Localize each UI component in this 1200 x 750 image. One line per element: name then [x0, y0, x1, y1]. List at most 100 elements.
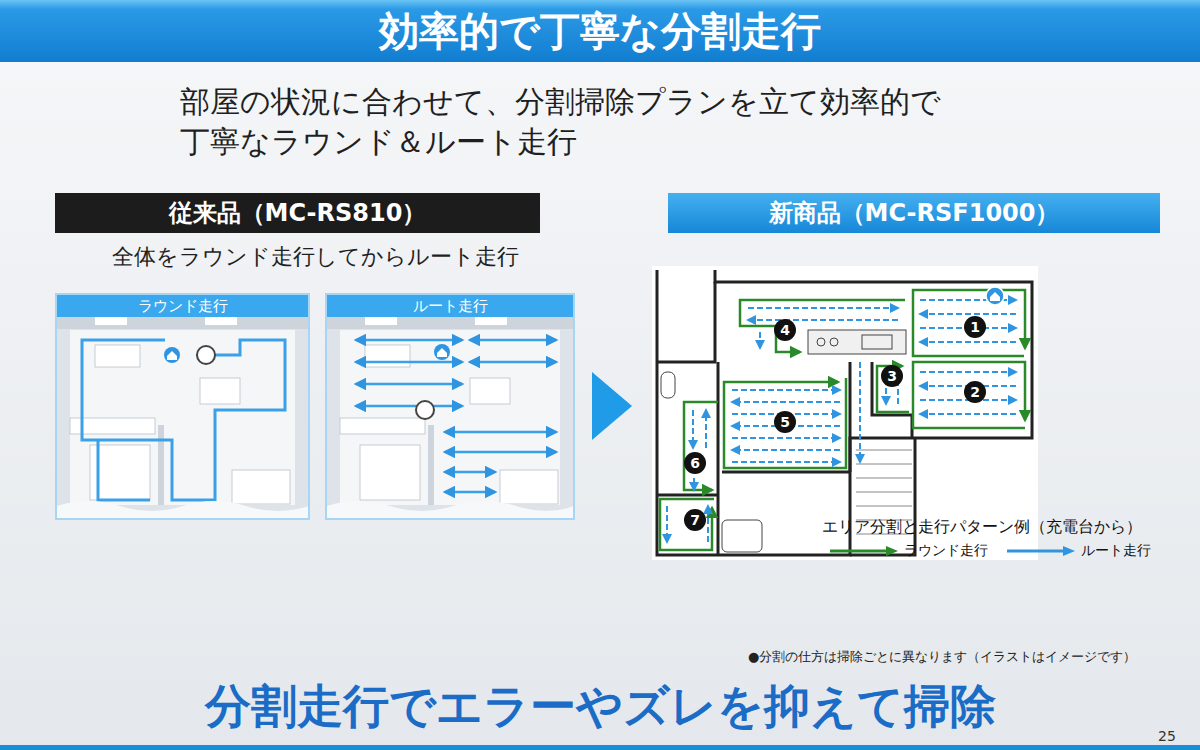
floor-plan — [856, 492, 912, 493]
room-illustration — [57, 315, 308, 329]
callout-number: 5 — [774, 411, 796, 433]
room-illustration — [205, 317, 237, 325]
floor-plan — [759, 332, 761, 348]
floor-plan — [920, 313, 1016, 315]
floor-plan — [856, 478, 912, 479]
room-illustration — [445, 471, 495, 474]
floor-plan — [920, 341, 1016, 343]
room-illustration — [57, 501, 309, 519]
floor-plan — [877, 366, 909, 412]
title-band — [0, 0, 1200, 62]
floor-plan — [732, 389, 840, 391]
floor-plan — [817, 338, 825, 346]
floor-plan — [693, 478, 695, 490]
room-illustration — [356, 340, 556, 492]
room-illustration — [95, 317, 127, 325]
room-illustration — [434, 344, 450, 360]
floor-plan — [913, 362, 1025, 428]
floor-plan — [661, 372, 675, 398]
room-illustration — [470, 361, 556, 364]
room-illustration — [356, 383, 462, 386]
floor-plan — [657, 282, 715, 362]
room-illustration — [475, 317, 507, 325]
legend-arrowhead — [886, 546, 898, 556]
page-number: 25 — [1158, 727, 1176, 745]
floor-plan — [732, 449, 840, 451]
room-illustration — [164, 347, 180, 363]
floor-plan — [660, 290, 1025, 550]
floor-plan — [657, 270, 1032, 555]
legend-label: ラウンド走行 — [904, 542, 988, 560]
panel-header: ラウンド走行 — [57, 295, 308, 317]
product-band: 新商品（MC-RSF1000） — [668, 193, 1160, 233]
callout-number: 4 — [774, 319, 796, 341]
room-illustration — [445, 451, 556, 454]
room-illustration — [167, 351, 177, 360]
legend-item: ラウンド走行 — [828, 542, 988, 560]
legend-sample — [1005, 544, 1077, 558]
room-illustration — [340, 418, 425, 434]
room-illustration — [360, 445, 420, 500]
transition-arrow — [592, 372, 632, 440]
floor-plan — [849, 362, 852, 472]
floor-plan — [732, 437, 840, 439]
room-illustration — [57, 315, 309, 519]
floor-plan — [684, 402, 718, 490]
room-illustration — [98, 440, 150, 500]
callout-number: 3 — [881, 365, 903, 387]
floor-plan — [666, 506, 668, 542]
room-illustration — [445, 491, 495, 494]
floor-plan — [657, 270, 1032, 555]
floor-plan — [920, 371, 1016, 373]
room-illustration — [340, 330, 560, 505]
bottom-bar — [0, 745, 1200, 750]
room-illustration — [197, 346, 215, 364]
room-illustration — [356, 405, 462, 408]
floor-plan — [652, 266, 1038, 560]
legend-sample — [828, 544, 900, 558]
floor-plan — [748, 319, 898, 321]
floor-plan — [660, 499, 714, 550]
legend-line — [830, 550, 888, 553]
panel-header: ルート走行 — [327, 295, 573, 317]
floor-plan — [667, 300, 1016, 542]
floor-plan — [740, 300, 905, 352]
room-illustration — [158, 425, 164, 505]
legend-label: ルート走行 — [1081, 542, 1151, 560]
floor-plan — [920, 413, 1016, 415]
legend-line — [1007, 550, 1065, 553]
room-illustration — [82, 340, 285, 500]
product-band: 従来品（MC-RS810） — [55, 193, 540, 233]
floor-plan — [990, 292, 1000, 301]
floor-plan — [872, 362, 912, 438]
floor-plan — [986, 287, 1004, 305]
floor-plan — [717, 362, 720, 555]
room-illustration — [356, 339, 462, 342]
room-illustration — [437, 348, 447, 357]
room-illustration — [232, 470, 290, 504]
floor-plan — [692, 410, 694, 448]
illustration-panel: ルート走行 — [325, 293, 575, 520]
floor-plan — [830, 338, 838, 346]
illustration-panel: ラウンド走行 — [55, 293, 310, 520]
floor-plan — [748, 307, 898, 309]
floor-plan — [732, 401, 840, 403]
subtitle: 部屋の状況に合わせて、分割掃除プランを立て効率的で 丁寧なラウンド＆ルート走行 — [180, 82, 980, 162]
floor-plan — [913, 290, 1025, 356]
floor-plan — [722, 520, 762, 552]
legend-arrowhead — [1063, 546, 1075, 556]
floor-plan — [856, 450, 912, 451]
legend-heading: エリア分割と走行パターン例（充電台から） — [822, 517, 1142, 537]
room-illustration — [95, 345, 140, 367]
description: 全体をラウンド走行してからルート走行 — [112, 243, 519, 271]
floor-plan — [732, 461, 840, 463]
floor-plan — [859, 362, 861, 462]
floor-plan — [724, 378, 846, 468]
band-label: 新商品（MC-RSF1000） — [769, 198, 1060, 228]
floor-plan — [862, 335, 892, 349]
room-illustration — [327, 315, 573, 329]
callout-number: 7 — [684, 509, 706, 531]
callout-number: 1 — [964, 316, 986, 338]
